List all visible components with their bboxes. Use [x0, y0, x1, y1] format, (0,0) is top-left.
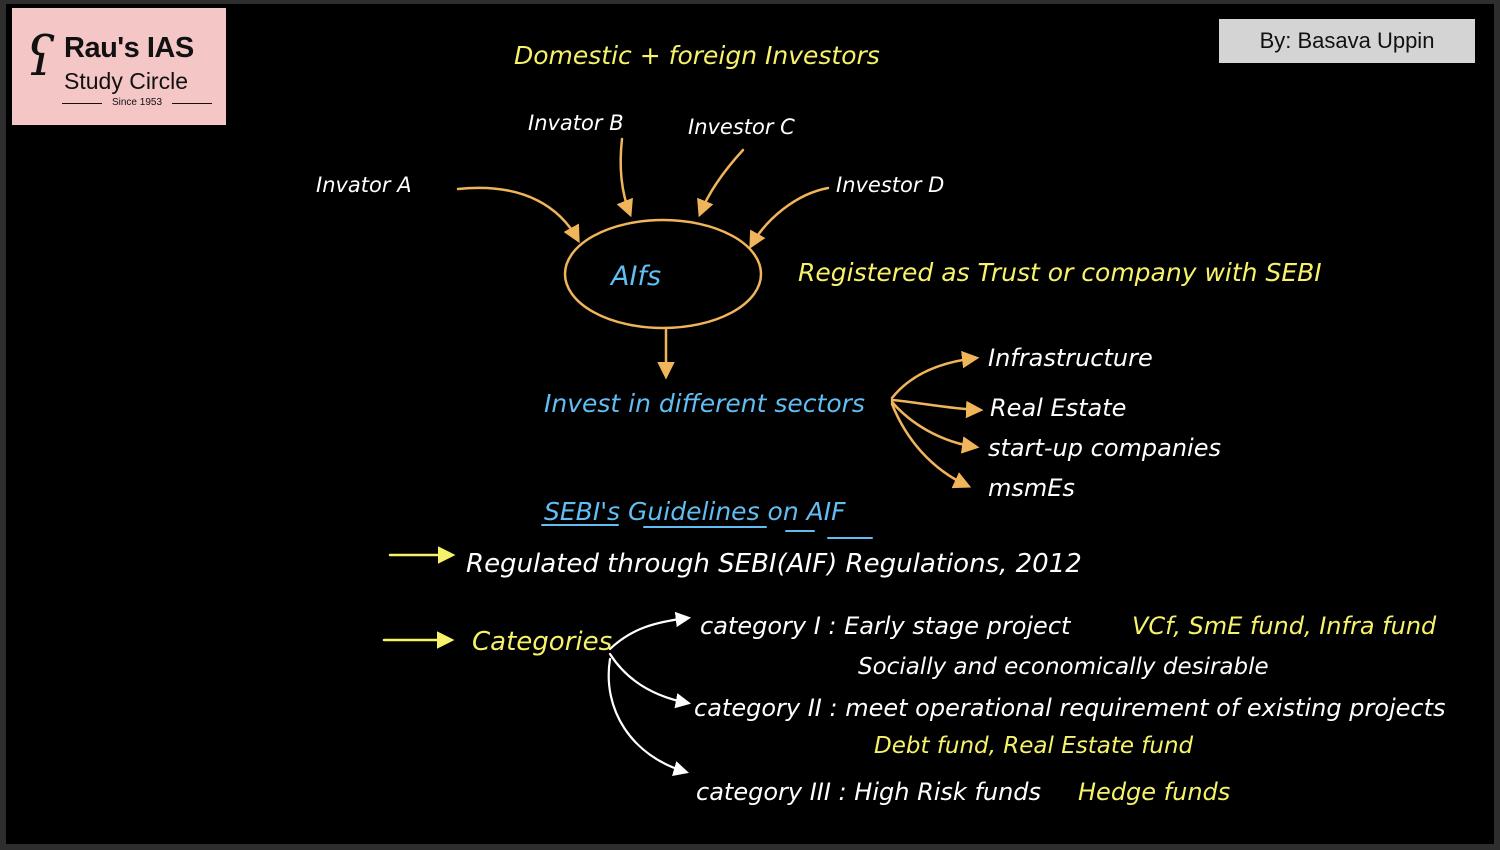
author-badge: By: Basava Uppin: [1219, 19, 1475, 63]
category-3-examples: Hedge funds: [1078, 778, 1230, 806]
category-1-note: Socially and economically desirable: [858, 654, 1269, 680]
logo-glyph-icon: ʕ: [26, 25, 55, 88]
aif-hub-ellipse: [563, 218, 763, 330]
arrow-investor-a: [456, 186, 580, 244]
arrow-category-2: [608, 652, 692, 709]
sector-2: Real Estate: [990, 394, 1126, 422]
arrow-sector-3: [890, 400, 980, 454]
arrow-category-3: [607, 657, 689, 776]
label-registered: Registered as Trust or company with SEBI: [798, 258, 1322, 287]
label-aif-hub: AIfs: [609, 261, 661, 292]
label-investor-c: Investor C: [688, 115, 795, 139]
heading-investors: Domestic + foreign Investors: [514, 41, 880, 70]
arrow-investor-c: [697, 148, 745, 218]
arrow-sector-4: [890, 402, 972, 489]
category-1-label: category I : Early stage project: [700, 612, 1072, 640]
sector-3: start-up companies: [988, 434, 1221, 462]
raus-ias-logo: ʕ Rau's IAS Study Circle Since 1953: [12, 8, 226, 125]
category-3-label: category III : High Risk funds: [696, 778, 1041, 806]
category-2-label: category II : meet operational requireme…: [694, 694, 1446, 722]
arrow-sector-2: [890, 398, 984, 419]
arrow-category-1: [608, 611, 692, 651]
regulated-text: Regulated through SEBI(AIF) Regulations,…: [466, 549, 1082, 579]
label-invest-sectors: Invest in different sectors: [544, 389, 865, 418]
label-investor-b: Invator B: [528, 111, 624, 135]
logo-line2: Study Circle: [64, 68, 188, 94]
sector-1: Infrastructure: [988, 344, 1153, 372]
category-2-examples: Debt fund, Real Estate fund: [874, 733, 1194, 759]
sector-4: msmEs: [988, 474, 1075, 502]
logo-line1: Rau's IAS: [64, 32, 194, 64]
category-1-examples: VCf, SmE fund, Infra fund: [1132, 612, 1437, 640]
label-investor-d: Investor D: [836, 173, 944, 197]
arrow-investor-d: [749, 186, 830, 250]
arrow-investor-b: [616, 137, 633, 218]
aif-diagram: Domestic + foreign Investors Invator A I…: [316, 41, 1446, 806]
guidelines-title: SEBI's Guidelines on AIF: [544, 497, 846, 526]
categories-label: Categories: [472, 627, 612, 657]
label-investor-a: Invator A: [316, 173, 412, 197]
logo-since: Since 1953: [62, 97, 212, 108]
arrow-sector-1: [890, 350, 980, 400]
